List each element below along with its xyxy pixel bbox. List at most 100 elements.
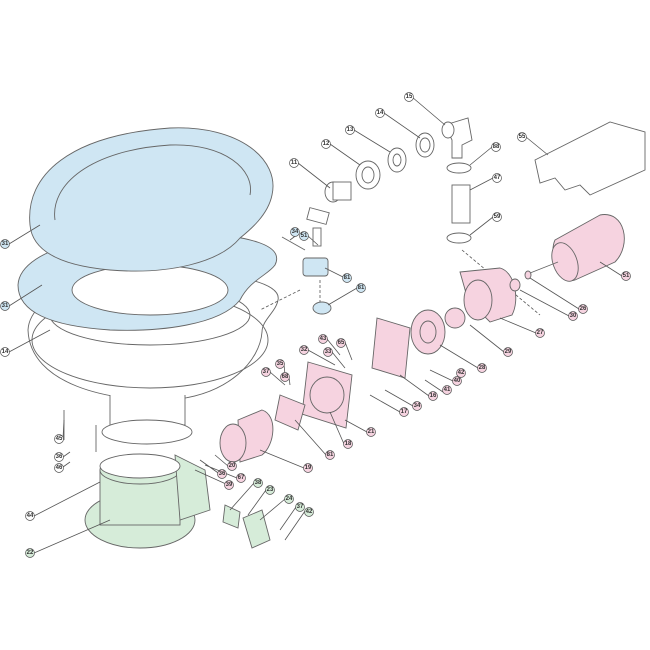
svg-text:34: 34 — [292, 229, 299, 235]
svg-text:81: 81 — [358, 285, 365, 291]
svg-text:51: 51 — [301, 233, 308, 239]
svg-text:15: 15 — [406, 94, 413, 100]
callout-36: 36 — [54, 452, 64, 462]
callout-47: 47 — [492, 173, 502, 183]
callout-13: 13 — [345, 125, 355, 135]
callout-seat-ring: 31 — [0, 301, 10, 311]
svg-text:26: 26 — [580, 306, 587, 312]
svg-text:22: 22 — [27, 550, 34, 556]
svg-text:51: 51 — [623, 273, 630, 279]
svg-text:12: 12 — [323, 141, 330, 147]
svg-text:36: 36 — [56, 454, 63, 460]
svg-text:14: 14 — [377, 110, 384, 116]
callout-41: 41 — [442, 385, 452, 395]
motor-cover — [534, 121, 646, 196]
callout-19: 19 — [303, 463, 313, 473]
svg-text:44: 44 — [27, 513, 34, 519]
callout-45: 45 — [54, 434, 64, 444]
callout-12: 12 — [321, 139, 331, 149]
svg-text:13: 13 — [347, 127, 354, 133]
callout-51-motor: 51 — [621, 271, 631, 281]
callout-40: 40 — [452, 376, 462, 386]
callout-27: 27 — [535, 328, 545, 338]
callout-26: 26 — [578, 304, 588, 314]
callout-67: 67 — [236, 473, 246, 483]
callout-81: 81 — [325, 450, 335, 460]
svg-text:24: 24 — [286, 496, 293, 502]
svg-text:35: 35 — [277, 361, 284, 367]
svg-text:55: 55 — [519, 134, 526, 140]
inlet-fittings — [324, 117, 541, 316]
svg-text:14: 14 — [2, 349, 9, 355]
callout-20: 20 — [227, 461, 237, 471]
seat-lid — [29, 127, 274, 272]
pump-assembly — [219, 267, 521, 463]
svg-text:68: 68 — [282, 374, 289, 380]
svg-text:11: 11 — [291, 160, 298, 166]
svg-text:32: 32 — [301, 347, 308, 353]
svg-text:17: 17 — [401, 409, 408, 415]
callout-39: 39 — [224, 480, 234, 490]
svg-text:39: 39 — [226, 482, 233, 488]
callout-59: 59 — [492, 212, 502, 222]
callout-37b: 37 — [295, 502, 305, 512]
callout-hinge-34: 34 — [290, 227, 300, 237]
svg-text:67: 67 — [238, 475, 245, 481]
svg-text:16: 16 — [430, 393, 437, 399]
callout-68: 68 — [280, 372, 290, 382]
callout-44: 44 — [25, 511, 35, 521]
svg-text:27: 27 — [537, 330, 544, 336]
svg-text:65: 65 — [338, 340, 345, 346]
callout-29: 29 — [503, 347, 513, 357]
svg-text:88: 88 — [493, 144, 500, 150]
svg-text:41: 41 — [444, 387, 451, 393]
callout-24: 24 — [284, 494, 294, 504]
callout-32: 32 — [299, 345, 309, 355]
callout-34: 34 — [412, 401, 422, 411]
callout-17: 17 — [399, 407, 409, 417]
callout-14: 14 — [375, 108, 385, 118]
callout-36b: 36 — [217, 469, 227, 479]
callout-hinge-81a: 81 — [342, 273, 352, 283]
pump-base — [63, 410, 271, 549]
callout-11: 11 — [289, 158, 299, 168]
callout-15: 15 — [404, 92, 414, 102]
svg-text:42: 42 — [458, 370, 465, 376]
svg-text:29: 29 — [505, 349, 512, 355]
svg-text:34: 34 — [414, 403, 421, 409]
callout-37: 37 — [261, 367, 271, 377]
svg-text:45: 45 — [56, 436, 63, 442]
svg-text:19: 19 — [305, 465, 312, 471]
svg-text:37: 37 — [297, 504, 304, 510]
svg-text:31: 31 — [2, 241, 9, 247]
svg-text:59: 59 — [494, 214, 501, 220]
callout-42a: 42 — [456, 368, 466, 378]
svg-text:46: 46 — [56, 465, 63, 471]
svg-text:20: 20 — [229, 463, 236, 469]
callout-46: 46 — [54, 463, 64, 473]
callout-33: 33 — [323, 347, 333, 357]
callout-labels: 31 31 14 45 36 46 44 22 15 14 13 12 11 5… — [0, 92, 631, 558]
callout-35: 35 — [275, 359, 285, 369]
callout-21: 21 — [366, 427, 376, 437]
callout-22: 22 — [25, 548, 35, 558]
callout-30: 30 — [568, 311, 578, 321]
svg-text:23: 23 — [267, 487, 274, 493]
callout-bowl: 14 — [0, 347, 10, 357]
motor — [524, 214, 625, 282]
svg-text:40: 40 — [454, 378, 461, 384]
svg-text:33: 33 — [325, 349, 332, 355]
svg-text:43: 43 — [320, 336, 327, 342]
svg-text:30: 30 — [570, 313, 577, 319]
svg-text:31: 31 — [2, 303, 9, 309]
callout-28: 28 — [477, 363, 487, 373]
svg-text:81: 81 — [344, 275, 351, 281]
svg-text:37: 37 — [263, 369, 270, 375]
svg-text:42: 42 — [306, 509, 313, 515]
callout-16: 16 — [428, 391, 438, 401]
callout-43: 43 — [318, 334, 328, 344]
svg-text:18: 18 — [345, 441, 352, 447]
callout-hinge-51: 51 — [299, 231, 309, 241]
